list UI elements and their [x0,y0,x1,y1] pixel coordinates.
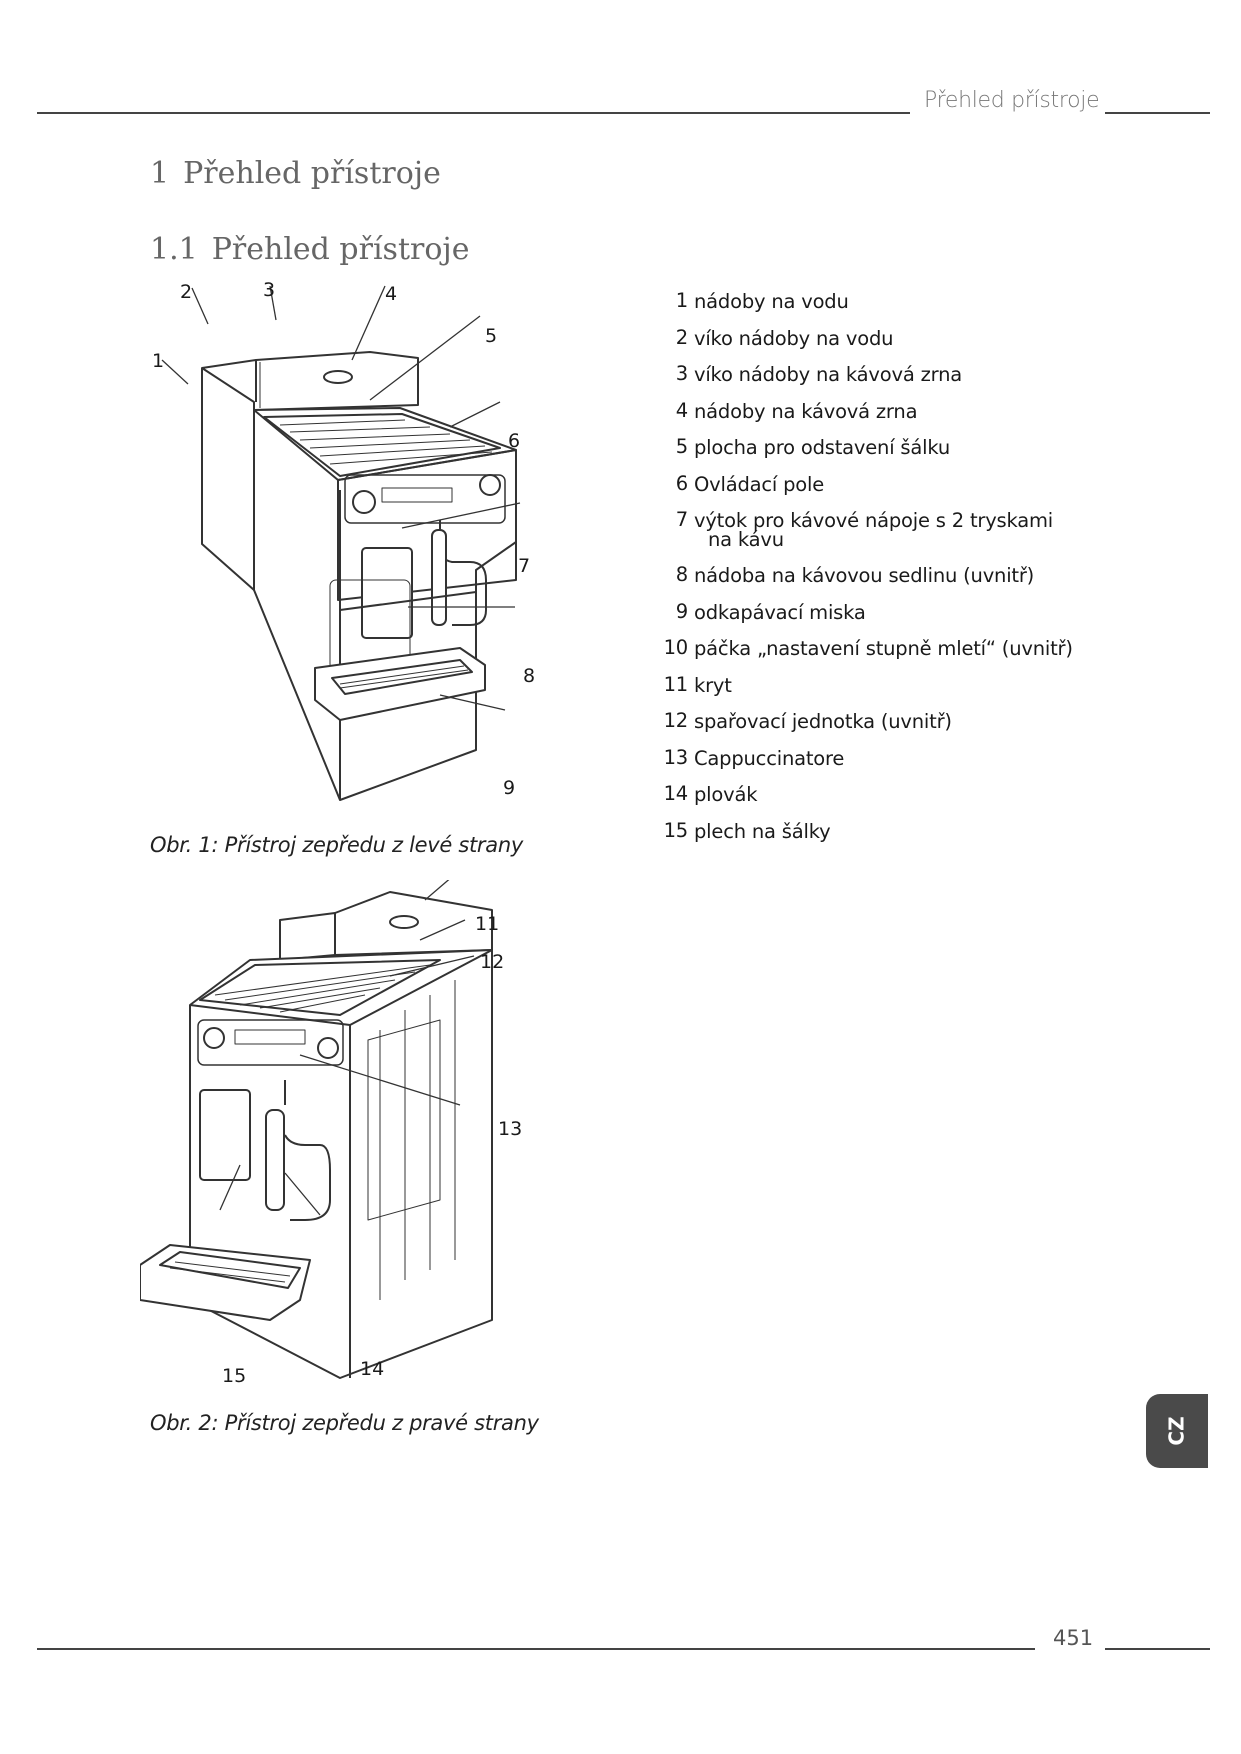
callout-13: 13 [498,1118,522,1140]
legend-text: víko nádoby na vodu [694,326,894,350]
legend-text: odkapávací miska [694,600,866,624]
section-number: 1 [150,156,170,191]
figure-2-caption: Obr. 2: Přístroj zepředu z pravé strany [150,1411,539,1435]
legend-text: nádoba na kávovou sedlinu (uvnitř) [694,564,1035,587]
callout-4: 4 [385,283,397,305]
legend-text: víko nádoby na kávová zrna [694,363,963,386]
callout-3: 3 [263,280,275,301]
callout-5: 5 [485,325,497,347]
callout-12: 12 [480,951,504,973]
language-code: CZ [1165,1416,1189,1446]
callout-8: 8 [523,665,535,687]
page-number: 451 [1053,1626,1094,1650]
header-rule-right [1105,112,1210,114]
callout-7: 7 [518,555,530,577]
legend-text: spařovací jednotka (uvnitř) [694,710,952,733]
legend-number: 7 [675,508,688,531]
legend-text: nádoby na kávová zrna [694,399,918,423]
legend-number: 1 [675,289,688,312]
footer-rule-right [1105,1648,1210,1650]
legend-text: nádoby na vodu [694,290,849,313]
running-title: Přehled přístroje [924,88,1100,113]
legend-number: 11 [663,672,689,696]
language-tab: CZ [1146,1394,1208,1468]
figure-2-machine-front-right: 10 11 12 13 14 15 [140,880,522,1387]
callout-14: 14 [360,1358,384,1380]
legend-text: kryt [694,673,732,697]
legend-text: Cappuccinatore [694,746,845,770]
callout-10: 10 [468,880,492,881]
callout-15: 15 [222,1365,246,1387]
legend-number: 12 [663,709,689,732]
legend-number: 9 [675,599,688,623]
callout-11: 11 [475,913,499,935]
legend-text-line1: výtok pro kávové nápoje s 2 tryskami [694,509,1054,532]
section-title: Přehled přístroje [183,156,441,191]
subsection-heading: 1.1 Přehled přístroje [150,232,469,267]
legend-number: 15 [663,818,689,842]
legend-number: 3 [675,362,688,385]
figure-1-machine-front-left: 1 2 3 4 5 6 7 8 9 [152,280,535,801]
legend-text: Ovládací pole [694,472,825,496]
legend-text: plocha pro odstavení šálku [694,436,951,459]
legend-item: 1 nádoby na vodu [660,287,1120,324]
legend-text-line2: na kávu [708,528,784,551]
footer-rule-left [37,1648,1035,1650]
callout-9: 9 [503,777,515,799]
callout-6: 6 [508,430,520,452]
legend-text: páčka „nastavení stupně mletí“ (uvnitř) [694,637,1073,660]
legend-number: 2 [675,325,688,349]
figure-1-caption: Obr. 1: Přístroj zepředu z levé strany [150,833,523,857]
legend-item: 3 víko nádoby na kávová zrna [660,360,1120,397]
legend-number: 5 [675,435,688,458]
legend-number: 6 [675,471,688,495]
legend-text: plech na šálky [694,819,831,843]
legend-item: 8 nádoba na kávovou sedlinu (uvnitř) [660,561,1120,598]
header-rule-left [37,112,910,114]
section-heading: 1 Přehled přístroje [150,156,441,191]
legend-text: plovák [694,783,758,806]
legend-number: 14 [663,782,689,805]
subsection-title: Přehled přístroje [211,232,470,267]
subsection-number: 1.1 [150,232,198,267]
legend-number: 8 [675,563,688,586]
legend-number: 13 [663,745,689,769]
legend-item: 5 plocha pro odstavení šálku [660,433,1120,470]
legend-number: 10 [663,636,689,659]
callout-2: 2 [180,281,192,303]
legend-number: 4 [675,398,688,422]
callout-1: 1 [152,350,164,372]
